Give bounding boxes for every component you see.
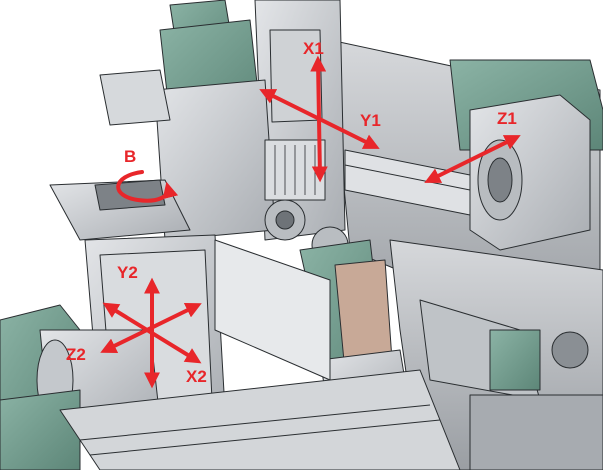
x2-label: X2 [186, 367, 207, 386]
x1-label: X1 [303, 39, 324, 58]
y1-label: Y1 [360, 111, 381, 130]
y1-axis-arrow [259, 89, 380, 149]
z2-label: Z2 [66, 345, 86, 364]
y2-label: Y2 [117, 263, 138, 282]
axis-arrows [100, 55, 521, 389]
z1-axis-arrow [424, 135, 521, 183]
b-label: B [124, 147, 136, 166]
z2-axis-arrow [100, 303, 202, 353]
z1-label: Z1 [497, 109, 517, 128]
b-axis-arrow [116, 170, 179, 203]
